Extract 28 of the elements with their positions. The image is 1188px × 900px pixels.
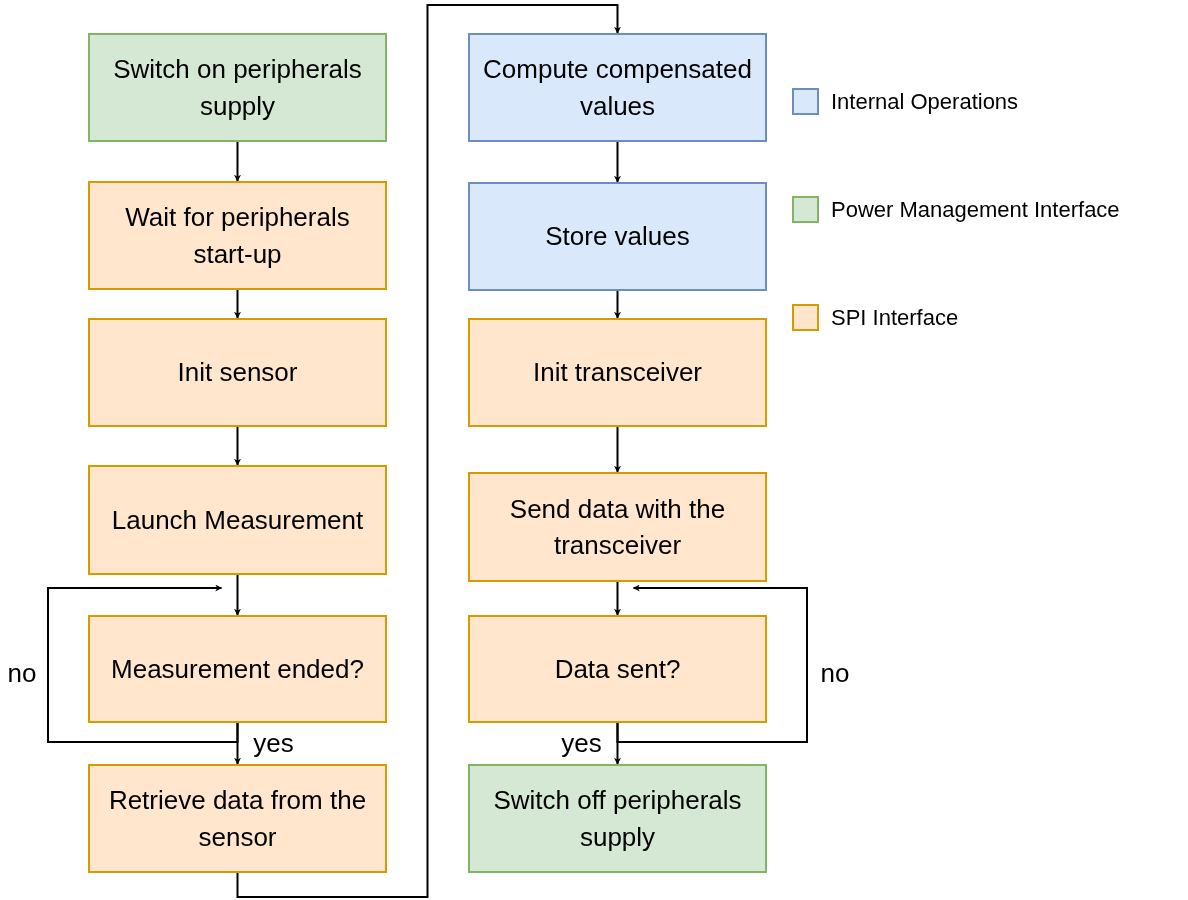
process-box: Switch off peripherals supply	[468, 764, 767, 873]
arrow	[614, 581, 621, 616]
process-box: Launch Measurement	[88, 465, 387, 575]
process-box: Wait for peripherals start-up	[88, 181, 387, 290]
legend-label: Power Management Interface	[831, 196, 1120, 223]
arrow	[234, 141, 241, 182]
arrow	[614, 426, 621, 473]
arrow	[234, 574, 241, 616]
arrow	[236, 4, 621, 898]
arrow	[616, 584, 808, 743]
legend-label: Internal Operations	[831, 88, 1019, 115]
arrow	[614, 722, 621, 765]
arrow	[234, 426, 241, 466]
process-box: Send data with the transceiver	[468, 472, 767, 582]
arrow	[614, 290, 621, 319]
arrow	[234, 289, 241, 319]
process-box: Retrieve data from the sensor	[88, 764, 387, 873]
process-box: Switch on peripherals supply	[88, 33, 387, 142]
process-box: Compute compensated values	[468, 33, 767, 142]
arrow	[614, 141, 621, 183]
process-box: Store values	[468, 182, 767, 291]
process-box: Data sent?	[468, 615, 767, 723]
process-box: Measurement ended?	[88, 615, 387, 723]
arrow	[47, 584, 239, 743]
legend-label: SPI Interface	[831, 304, 959, 331]
process-box: Init sensor	[88, 318, 387, 427]
arrow	[234, 722, 241, 765]
process-box: Init transceiver	[468, 318, 767, 427]
